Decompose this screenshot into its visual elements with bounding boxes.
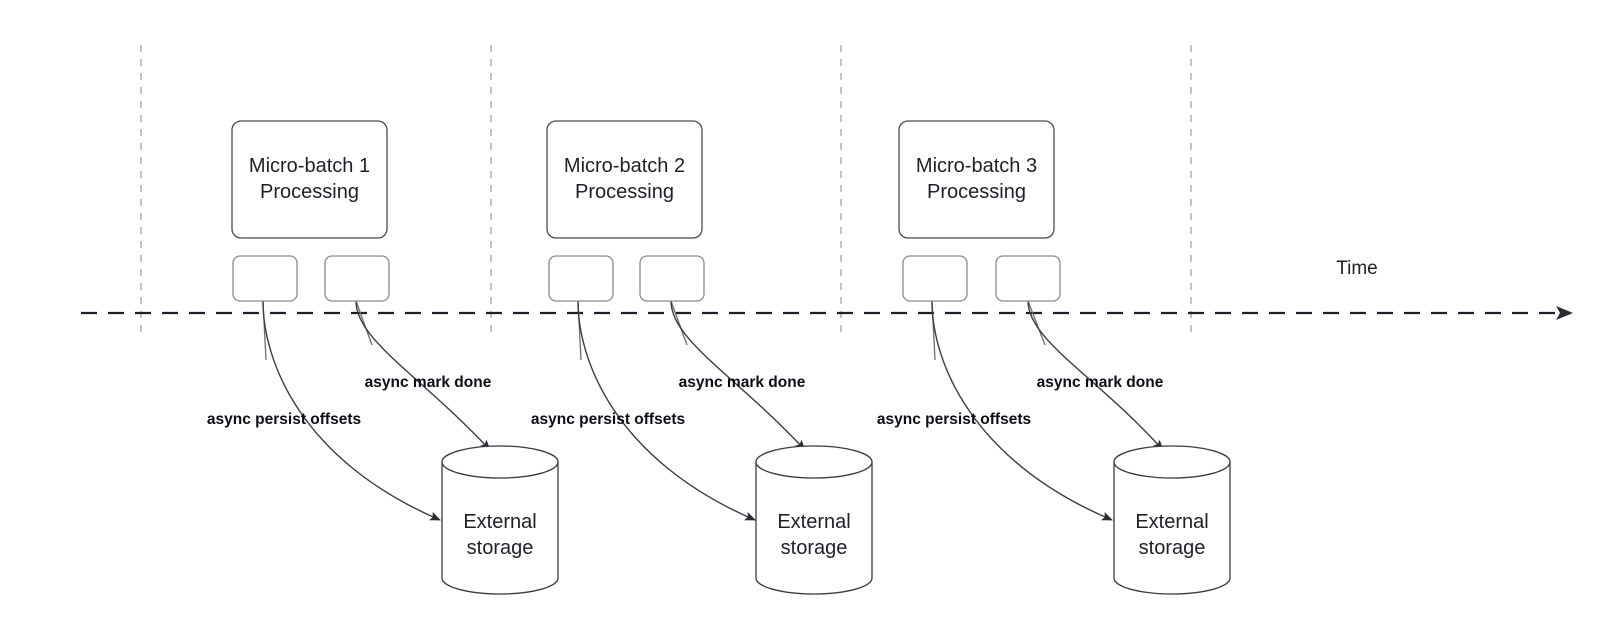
- micro-batch-2-async-mark-done-stub: [670, 300, 688, 346]
- micro-batch-2-label-line1: Micro-batch 2: [564, 155, 685, 177]
- micro-batch-1-async-mark-done-stub: [355, 300, 373, 346]
- micro-batch-3-async-mark-done-arrow: [1027, 300, 1164, 451]
- micro-batch-2-storage-cylinder-body[interactable]: [755, 461, 873, 595]
- micro-batch-2-label-line2: Processing: [575, 181, 674, 203]
- micro-batch-3-label-line1: Micro-batch 3: [916, 155, 1037, 177]
- micro-batch-1-box[interactable]: [231, 120, 388, 239]
- micro-batch-1-storage-label-line2: storage: [467, 537, 534, 559]
- micro-batch-1-storage-cylinder-body[interactable]: [441, 461, 559, 595]
- micro-batch-3-storage-cylinder-top: [1113, 445, 1231, 479]
- micro-batch-2-mark-done-task[interactable]: [639, 255, 705, 302]
- micro-batch-2-persist-offsets-task[interactable]: [548, 255, 614, 302]
- micro-batch-3-async-persist-offsets-arrow: [931, 300, 1113, 521]
- micro-batch-3-mark-done-task[interactable]: [995, 255, 1061, 302]
- micro-batch-3-storage-cylinder-body[interactable]: [1113, 461, 1231, 595]
- micro-batch-2-box[interactable]: [546, 120, 703, 239]
- micro-batch-1-storage-label-line1: External: [463, 511, 536, 533]
- micro-batch-2-async-persist-offsets-arrow: [577, 300, 756, 521]
- micro-batch-3-label-line2: Processing: [927, 181, 1026, 203]
- time-axis-label: Time: [1336, 258, 1378, 279]
- micro-batch-3-async-mark-done-label: async mark done: [1037, 374, 1164, 391]
- micro-batch-1-async-persist-offsets-label: async persist offsets: [207, 411, 361, 428]
- async-edges: [262, 300, 1164, 521]
- micro-batch-3-async-persist-offsets-label: async persist offsets: [877, 411, 1031, 428]
- micro-batch-1-storage-cylinder-top: [441, 445, 559, 479]
- micro-batch-2-storage-cylinder-top: [755, 445, 873, 479]
- micro-batch-3-box[interactable]: [898, 120, 1055, 239]
- time-axis-arrowhead: [1556, 306, 1573, 320]
- micro-batch-1-mark-done-task[interactable]: [324, 255, 390, 302]
- micro-batch-1-async-mark-done-label: async mark done: [365, 374, 492, 391]
- micro-batch-1-async-mark-done-arrow: [355, 300, 491, 451]
- micro-batch-3-persist-offsets-task[interactable]: [902, 255, 968, 302]
- micro-batch-1-label-line1: Micro-batch 1: [249, 155, 370, 177]
- micro-batch-2-storage-label-line2: storage: [781, 537, 848, 559]
- micro-batch-1-async-persist-offsets-arrow: [262, 300, 441, 521]
- micro-batch-2-async-persist-offsets-label: async persist offsets: [531, 411, 685, 428]
- micro-batch-2-async-mark-done-label: async mark done: [679, 374, 806, 391]
- period-boundaries: [140, 45, 1192, 332]
- micro-batch-3-storage-label-line1: External: [1135, 511, 1208, 533]
- micro-batch-1-persist-offsets-task[interactable]: [232, 255, 298, 302]
- micro-batch-2-storage-label-line1: External: [777, 511, 850, 533]
- time-axis: Time: [81, 258, 1573, 320]
- micro-batch-1-label-line2: Processing: [260, 181, 359, 203]
- micro-batch-3-async-mark-done-stub: [1027, 300, 1046, 346]
- micro-batch-2-async-mark-done-arrow: [670, 300, 806, 451]
- edge-labels: async persist offsets async mark done asyn…: [207, 374, 1164, 428]
- micro-batch-3-storage-label-line2: storage: [1139, 537, 1206, 559]
